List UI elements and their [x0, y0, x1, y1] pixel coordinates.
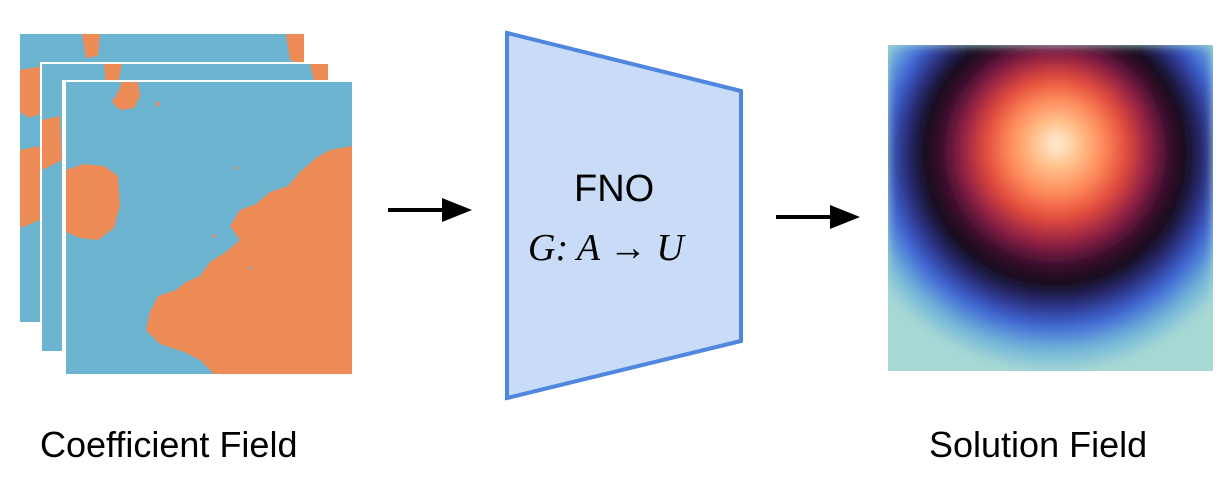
fno-model-block — [505, 30, 743, 401]
fno-formula: G: A → U — [528, 227, 684, 269]
fno-title: FNO — [574, 168, 655, 210]
coefficient-field-layer-front — [62, 80, 354, 376]
coefficient-field-label: Coefficient Field — [40, 424, 298, 465]
solution-field-label: Solution Field — [929, 424, 1148, 465]
arrow-input-to-model — [388, 198, 472, 222]
solution-field-heatmap — [888, 45, 1213, 371]
arrow-model-to-output — [776, 205, 860, 229]
